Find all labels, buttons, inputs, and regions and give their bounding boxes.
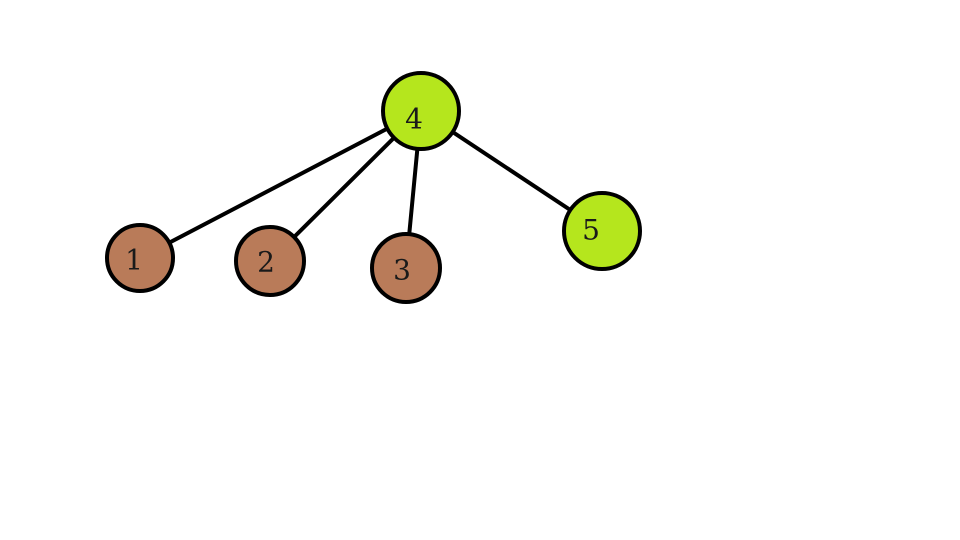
node-3: 3 — [370, 232, 442, 304]
node-5-label: 5 — [582, 214, 600, 247]
node-5: 5 — [562, 191, 642, 271]
node-4-label: 4 — [405, 103, 423, 136]
node-3-label: 3 — [393, 254, 411, 287]
node-2: 2 — [234, 225, 306, 297]
node-1-label: 1 — [125, 244, 143, 277]
edge-4-1 — [138, 109, 423, 260]
edges-layer — [138, 109, 604, 270]
node-4-circle — [381, 71, 461, 151]
node-4: 4 — [381, 71, 461, 151]
nodes-layer: 1 2 3 4 5 — [105, 71, 642, 304]
node-2-circle — [234, 225, 306, 297]
node-1-circle — [105, 223, 175, 293]
node-1: 1 — [105, 223, 175, 293]
node-3-circle — [370, 232, 442, 304]
node-5-circle — [562, 191, 642, 271]
node-2-label: 2 — [257, 246, 275, 279]
